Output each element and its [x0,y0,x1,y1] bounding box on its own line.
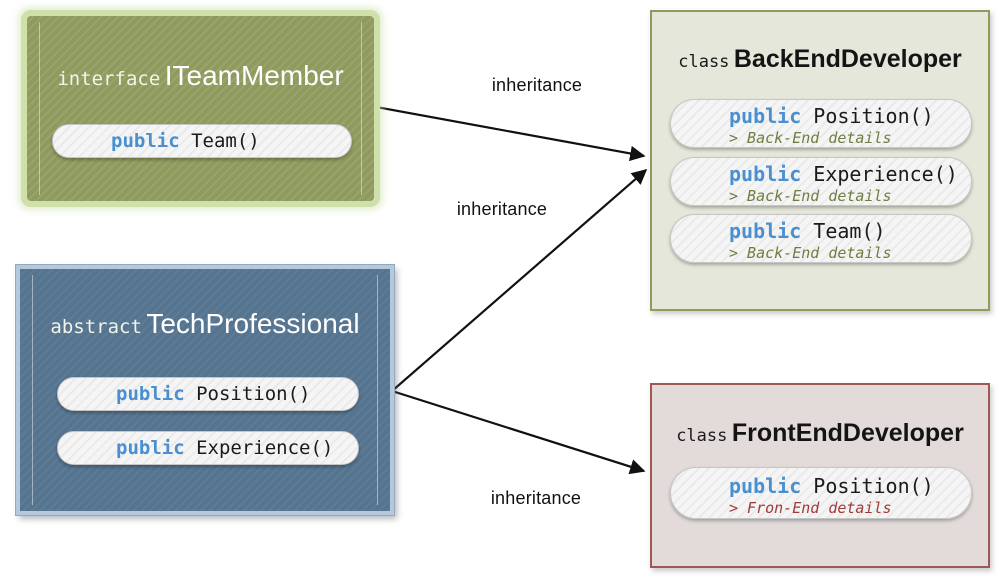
node-frontenddeveloper: class FrontEndDeveloper public Position(… [650,383,990,568]
method-pill-experience: public Experience() > Back-End details [670,157,972,206]
method-detail: > Back-End details [729,129,892,147]
method-signature: Position() [813,104,934,128]
method-pill-experience: public Experience() [57,431,359,465]
visibility-keyword: public [729,162,802,186]
decorative-inner-line [361,22,362,195]
class-name-label: TechProfessional [146,308,360,339]
visibility-keyword: public [729,219,802,243]
node-title-techprofessional: abstract TechProfessional [20,306,390,347]
method-signature-line: public Position() [729,474,971,499]
method-pill-team: public Team() [52,124,352,158]
method-signature: Position() [196,383,311,405]
method-pill-team: public Team() > Back-End details [670,214,972,263]
edge-techprofessional-to-backenddeveloper [391,168,648,392]
method-pill-position: public Position() > Back-End details [670,99,972,148]
edge-label-inheritance-middle: inheritance [456,199,548,219]
method-signature-line: public Position() [729,104,971,129]
method-detail: > Fron-End details [729,499,892,517]
method-pill-position: public Position() > Fron-End details [670,467,972,519]
node-title-backenddeveloper: class BackEndDeveloper [652,42,988,80]
method-signature: Experience() [196,437,334,459]
keyword-label: class [678,52,730,72]
keyword-label: abstract [50,316,142,338]
method-pill-position: public Position() [57,377,359,411]
keyword-label: class [676,426,728,446]
edge-techprofessional-to-frontenddeveloper [391,389,646,475]
class-name-label: ITeamMember [164,60,344,91]
visibility-keyword: public [116,383,185,405]
method-signature: Team() [813,219,886,243]
method-detail: > Back-End details [729,244,892,262]
decorative-inner-line [32,275,33,505]
node-backenddeveloper: class BackEndDeveloper public Position()… [650,10,990,311]
decorative-inner-line [39,22,40,195]
class-name-label: BackEndDeveloper [733,45,962,73]
visibility-keyword: public [116,437,185,459]
decorative-inner-line [377,275,378,505]
method-signature: Position() [813,474,934,498]
edge-label-inheritance-top: inheritance [491,75,583,95]
method-signature-line: public Experience() [729,162,971,187]
method-signature-line: public Team() [729,219,971,244]
class-name-label: FrontEndDeveloper [731,419,964,447]
visibility-keyword: public [729,104,802,128]
node-title-iteammember: interface ITeamMember [27,58,374,99]
edge-iteammember-to-backenddeveloper [375,105,646,162]
method-signature: Team() [191,130,260,152]
node-title-frontenddeveloper: class FrontEndDeveloper [652,416,988,454]
edge-label-inheritance-bottom: inheritance [490,488,582,508]
visibility-keyword: public [111,130,180,152]
method-signature: Experience() [813,162,958,186]
node-techprofessional: abstract TechProfessional public Positio… [16,265,394,515]
method-detail: > Back-End details [729,187,892,205]
node-iteammember: interface ITeamMember public Team() [27,16,374,201]
keyword-label: interface [57,68,161,90]
visibility-keyword: public [729,474,802,498]
